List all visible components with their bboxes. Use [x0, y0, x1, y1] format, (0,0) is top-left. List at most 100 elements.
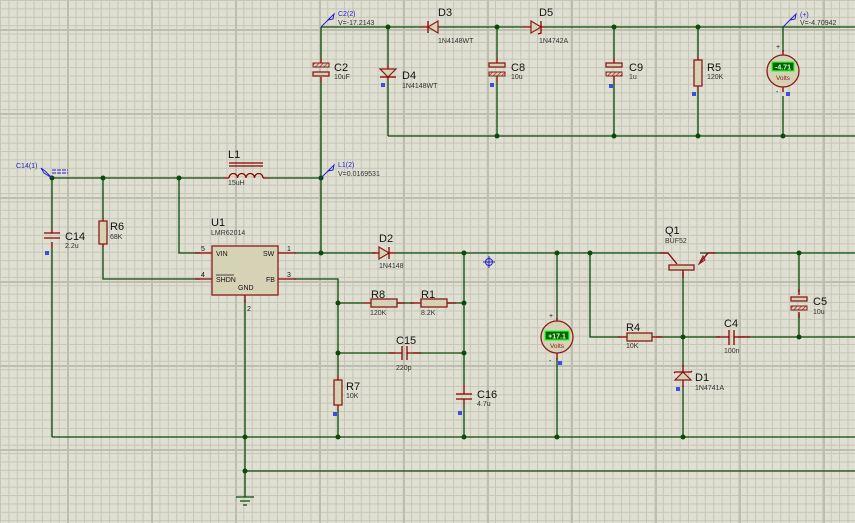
c5-value: 10u: [813, 309, 825, 316]
probe-c14-name: C14(1): [16, 163, 37, 170]
probe-c2-name: C2(2): [338, 11, 356, 18]
c9-value: 1u: [629, 74, 637, 81]
r8-ref: R8: [371, 289, 385, 301]
resistor-r7[interactable]: R7 10K: [333, 375, 360, 416]
u1-pin-vin: VIN: [216, 251, 228, 258]
probe-l1-value: V=0.0169531: [338, 171, 380, 178]
d3-ref: D3: [438, 7, 452, 19]
voltmeter-mid[interactable]: +17.1 Volts + -: [540, 313, 574, 365]
r4-value: 10K: [626, 343, 639, 350]
r1-ref: R1: [421, 289, 435, 301]
diode-d2[interactable]: D2 1N4148: [372, 233, 404, 270]
c15-value: 220p: [396, 365, 412, 372]
capacitor-c14[interactable]: C14 2.2u: [44, 228, 85, 255]
c8-value: 10u: [511, 74, 523, 81]
capacitor-c2[interactable]: C2 10uF: [312, 58, 350, 82]
u1-pin-3: 3: [287, 272, 291, 279]
u1-pin-fb: FB: [266, 277, 275, 284]
d4-value: 1N4148WT: [402, 83, 438, 90]
capacitor-c8[interactable]: C8 10u: [488, 58, 525, 87]
r5-value: 120K: [707, 74, 724, 81]
voltmeter-top-unit: Volts: [776, 75, 791, 82]
u1-pin-gnd: GND: [238, 285, 254, 292]
d2-ref: D2: [379, 233, 393, 245]
r7-value: 10K: [346, 393, 359, 400]
u1-pin-sw: SW: [263, 251, 275, 258]
voltmeter-top-minus: -: [776, 89, 779, 96]
transistor-q1[interactable]: Q1 BUF52: [660, 225, 716, 278]
capacitor-c4[interactable]: C4 100n: [716, 318, 750, 355]
resistor-r8[interactable]: R8 120K: [363, 289, 405, 317]
u1-pin-2: 2: [247, 306, 251, 313]
junctions: [49, 24, 802, 474]
u1-pin-shdn: SHDN: [216, 277, 236, 284]
d2-value: 1N4148: [379, 263, 404, 270]
r1-value: 8.2K: [421, 310, 436, 317]
resistor-r1[interactable]: R1 8.2K: [410, 289, 456, 317]
c4-ref: C4: [724, 318, 738, 330]
wires: [51, 26, 855, 506]
q1-ref: Q1: [665, 225, 680, 237]
u1-pin-1: 1: [287, 246, 291, 253]
c14-ref: C14: [65, 231, 85, 243]
r7-ref: R7: [346, 381, 360, 393]
c14-value: 2.2u: [65, 243, 79, 250]
resistor-r5[interactable]: R5 120K: [692, 56, 724, 96]
diode-d3[interactable]: D3 1N4148WT: [420, 7, 474, 45]
ic-u1[interactable]: U1 LMR62014 VIN SW SHDN FB GND 5 4 1 3 2: [195, 217, 296, 313]
u1-ref: U1: [211, 217, 225, 229]
capacitor-c9[interactable]: C9 1u: [605, 58, 643, 88]
resistor-r6[interactable]: R6 68K: [98, 218, 124, 247]
d3-value: 1N4148WT: [438, 38, 474, 45]
capacitor-c16[interactable]: C16 4.7u: [456, 385, 497, 415]
capacitor-c5[interactable]: C5 10u: [790, 289, 827, 318]
d1-value: 1N4741A: [695, 385, 725, 392]
l1-value: 15uH: [228, 180, 245, 187]
d1-ref: D1: [695, 372, 709, 384]
r8-value: 120K: [370, 310, 387, 317]
q1-value: BUF52: [665, 238, 687, 245]
inductor-l1[interactable]: L1 15uH: [224, 149, 268, 187]
r6-value: 68K: [110, 234, 123, 241]
c16-ref: C16: [477, 389, 497, 401]
diode-d5[interactable]: D5 1N4742A: [523, 7, 569, 45]
u1-pin-4: 4: [201, 272, 205, 279]
c15-ref: C15: [396, 335, 416, 347]
probe-c14[interactable]: C14(1): [16, 163, 68, 179]
probe-c2[interactable]: C2(2) V=-17.2143: [320, 11, 374, 28]
r6-ref: R6: [110, 221, 124, 233]
c4-value: 100n: [724, 348, 740, 355]
diode-d4[interactable]: D4 1N4148WT: [378, 65, 438, 90]
voltmeter-mid-minus: -: [549, 358, 552, 365]
c16-value: 4.7u: [477, 401, 491, 408]
voltmeter-mid-plus: +: [549, 313, 553, 320]
c9-ref: C9: [629, 62, 643, 74]
voltmeter-mid-reading: +17.1: [548, 334, 566, 341]
probe-plus-value: V=-4.70942: [800, 20, 836, 27]
resistor-r4[interactable]: R4 10K: [618, 322, 662, 350]
voltmeter-mid-unit: Volts: [550, 343, 565, 350]
d5-value: 1N4742A: [539, 38, 569, 45]
probe-c2-value: V=-17.2143: [338, 20, 374, 27]
voltmeter-top-reading: -4.71: [775, 65, 791, 72]
c8-ref: C8: [511, 62, 525, 74]
d4-ref: D4: [402, 70, 416, 82]
l1-ref: L1: [228, 149, 240, 161]
probe-l1[interactable]: L1(2) V=0.0169531: [320, 162, 380, 179]
c2-value: 10uF: [334, 74, 350, 81]
probe-plus[interactable]: (+) V=-4.70942: [782, 12, 836, 28]
zener-d1[interactable]: D1 1N4741A: [673, 365, 725, 392]
move-cursor-icon: [483, 256, 495, 268]
c5-ref: C5: [813, 296, 827, 308]
voltmeter-top-plus: +: [776, 44, 780, 51]
probe-plus-name: (+): [800, 12, 809, 19]
c2-ref: C2: [334, 62, 348, 74]
voltmeter-top[interactable]: -4.71 Volts + -: [766, 44, 800, 96]
capacitor-c15[interactable]: C15 220p: [389, 335, 421, 372]
probe-l1-name: L1(2): [338, 162, 354, 169]
u1-pin-5: 5: [201, 246, 205, 253]
r5-ref: R5: [707, 62, 721, 74]
d5-ref: D5: [539, 7, 553, 19]
